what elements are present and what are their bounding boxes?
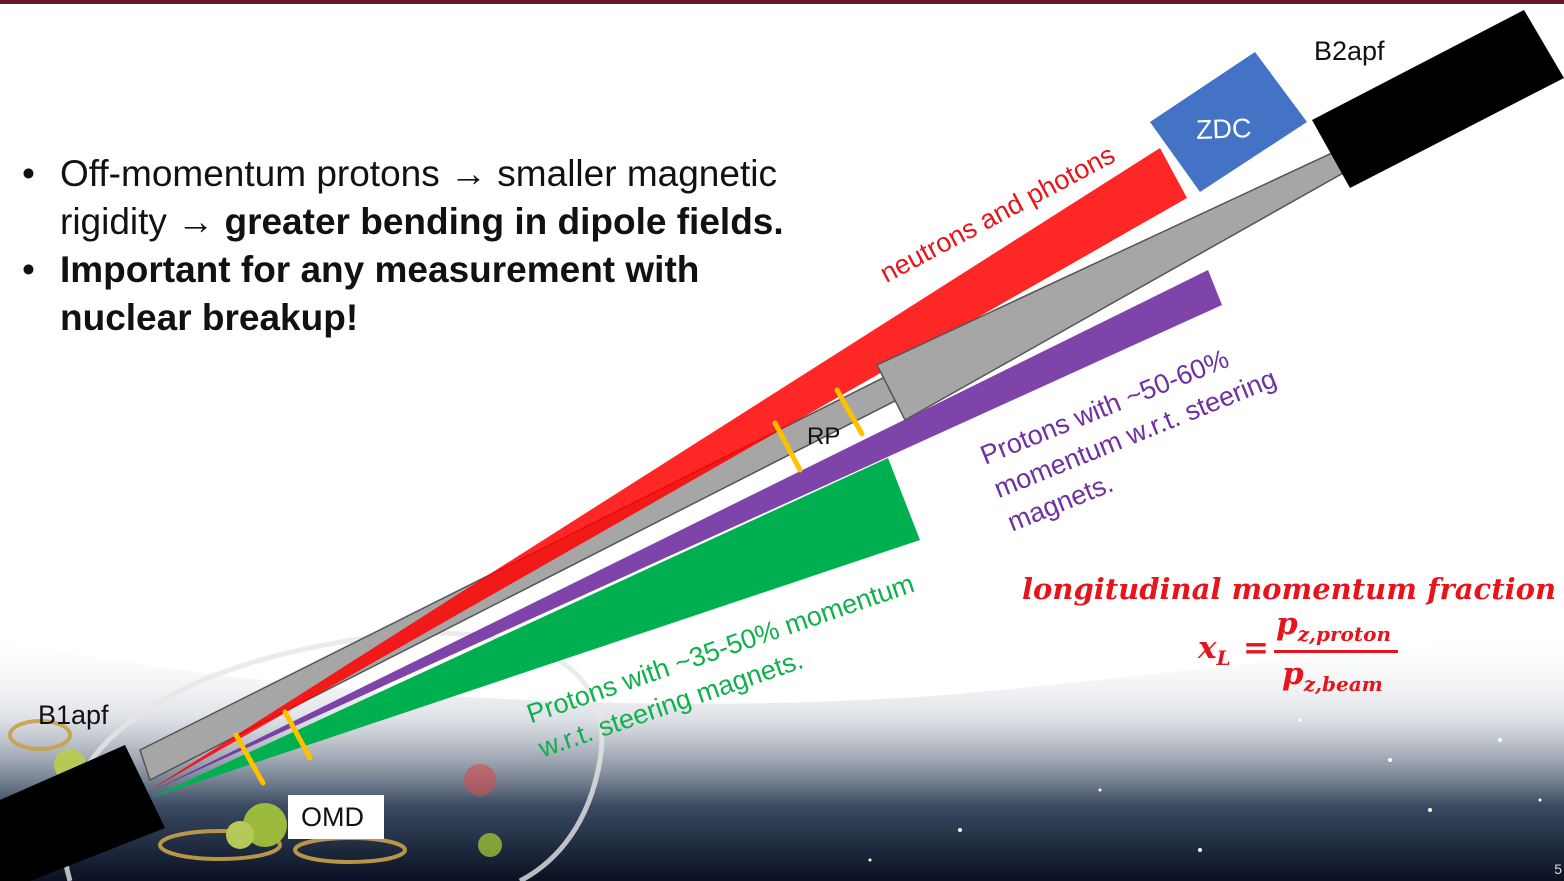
formula-numerator: pz,proton <box>1276 606 1391 646</box>
page-number: 5 <box>1554 861 1562 877</box>
top-accent-bar <box>0 0 1564 4</box>
bullet-glyph: • <box>22 153 35 194</box>
rp-mark-1 <box>772 420 803 473</box>
formula-denominator: pz,beam <box>1282 656 1383 696</box>
b2apf-label: B2apf <box>1314 36 1385 66</box>
green-proton-cone <box>150 458 920 798</box>
omd-mark-1 <box>233 732 266 786</box>
numerator-sub: z,proton <box>1297 622 1391 647</box>
denominator-var: p <box>1282 656 1304 692</box>
formula-lhs-var: x <box>1198 630 1217 666</box>
omd-mark-2 <box>282 709 313 761</box>
b2apf-magnet <box>1312 10 1564 188</box>
bullet-item-1: • Off-momentum protons → smaller magnetic… <box>22 150 802 246</box>
zdc-label: ZDC <box>1195 113 1252 145</box>
bullet-1-normal: Off-momentum protons → smaller magnetic … <box>60 153 777 242</box>
formula-equals: = <box>1243 630 1269 666</box>
bullet-glyph: • <box>22 249 35 290</box>
bullet-2-bold: Important for any measurement with nucle… <box>60 249 700 338</box>
formula-title: longitudinal momentum fraction <box>1022 572 1557 606</box>
bullet-item-2: • Important for any measurement with nucl… <box>22 246 802 342</box>
denominator-sub: z,beam <box>1303 672 1383 697</box>
bullet-list: • Off-momentum protons → smaller magnetic… <box>22 150 802 342</box>
zdc-box <box>1150 52 1307 192</box>
orbit-arc <box>61 630 605 881</box>
rp-label: RP <box>807 423 841 450</box>
formula-lhs-sub: L <box>1216 646 1231 671</box>
purple-proton-cone <box>150 270 1222 792</box>
fraction-bar <box>1274 650 1398 653</box>
omd-label: OMD <box>301 802 364 832</box>
rp-mark-2 <box>834 387 865 437</box>
detector-marks <box>233 387 865 786</box>
stars <box>868 718 1542 862</box>
bullet-1-bold: greater bending in dipole fields. <box>224 201 784 242</box>
b1apf-magnet <box>0 745 165 881</box>
formula-lhs: xL <box>1198 630 1231 670</box>
neutrons-photons-cone <box>150 148 1187 790</box>
omd-label-box <box>288 795 384 839</box>
numerator-var: p <box>1276 606 1298 642</box>
b1apf-label: B1apf <box>38 700 109 730</box>
